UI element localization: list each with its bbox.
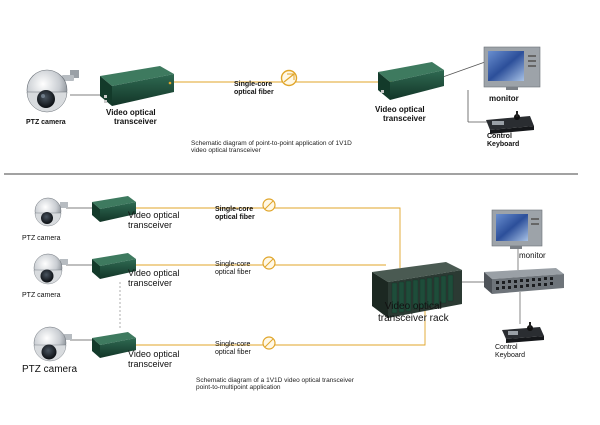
top-fiber-connector-icon xyxy=(280,69,298,87)
bottom-keyboard-label-line1: Control xyxy=(495,344,518,351)
bottom-ptz-camera-icon-2 xyxy=(33,253,68,285)
top-fiber-label: Single-core optical fiber xyxy=(234,81,274,97)
top-camera-label: PTZ camera xyxy=(26,119,66,126)
bottom-fiber-label-1: Single-core optical fiber xyxy=(215,206,255,222)
top-caption: Schematic diagram of point-to-point appl… xyxy=(191,140,352,155)
bottom-fiber-label-2-line2: optical fiber xyxy=(215,269,251,277)
bottom-tx-label-1-line2: transceiver xyxy=(128,220,173,231)
bottom-fiber-label-1-line1: Single-core xyxy=(215,206,254,213)
top-keyboard-label-line2: Keyboard xyxy=(487,141,520,149)
top-fiber-label-line2: optical fiber xyxy=(234,89,274,97)
bottom-keyboard-icon xyxy=(502,322,544,343)
bottom-fiber-label-2: Single-core optical fiber xyxy=(215,261,251,277)
bottom-transmitter-icon-2 xyxy=(92,253,136,279)
bottom-fiber-label-3-line1: Single-core xyxy=(215,341,251,348)
top-receiver-icon xyxy=(378,62,444,100)
bottom-tx-label-2-line1: Video optical xyxy=(128,268,180,278)
bottom-camera-label-2: PTZ camera xyxy=(22,292,61,299)
bottom-transmitter-icon-3 xyxy=(92,332,136,358)
top-rx-label-line1: Video optical xyxy=(375,105,425,114)
top-tx-label: Video optical transceiver xyxy=(106,108,157,126)
bottom-tx-label-2: Video optical transceiver xyxy=(128,268,179,289)
bottom-tx-label-3-line1: Video optical xyxy=(128,349,180,359)
top-diagram xyxy=(26,46,541,134)
bottom-keyboard-label: Control Keyboard xyxy=(495,344,525,360)
bottom-camera-label-3: PTZ camera xyxy=(22,364,78,375)
bottom-fiber-line-3 xyxy=(130,310,426,346)
rack-label-line1: Video optical xyxy=(384,301,442,312)
top-tx-label-line1: Video optical xyxy=(106,108,156,117)
bottom-keyboard-label-line2: Keyboard xyxy=(495,352,525,360)
bottom-ptz-camera-icon-3 xyxy=(33,326,72,362)
top-tx-label-line2: transceiver xyxy=(114,117,157,127)
top-rx-label-line2: transceiver xyxy=(383,114,426,124)
top-transmitter-icon xyxy=(100,66,174,106)
rack-label: Video optical transceiver rack xyxy=(378,301,449,324)
bottom-ptz-camera-icon-1 xyxy=(34,197,68,227)
bottom-caption-line1: Schematic diagram of a 1V1D video optica… xyxy=(196,377,354,384)
bottom-fiber-label-3: Single-core optical fiber xyxy=(215,341,251,357)
top-fiber-label-line1: Single-core xyxy=(234,81,273,88)
top-rx-to-monitor-line xyxy=(439,61,486,79)
top-ptz-camera-icon xyxy=(26,69,79,113)
bottom-tx-label-3: Video optical transceiver xyxy=(128,349,179,370)
bottom-monitor-icon xyxy=(491,209,543,249)
bottom-fiber-label-1-line2: optical fiber xyxy=(215,214,255,222)
top-rx-label: Video optical transceiver xyxy=(375,105,426,123)
bottom-tx-label-3-line2: transceiver xyxy=(128,359,173,370)
bottom-diagram xyxy=(33,196,564,362)
bottom-caption: Schematic diagram of a 1V1D video optica… xyxy=(196,377,354,392)
bottom-transmitter-icon-1 xyxy=(92,196,136,222)
top-keyboard-label: Control Keyboard xyxy=(487,133,519,149)
top-caption-line1: Schematic diagram of point-to-point appl… xyxy=(191,140,352,147)
bottom-tx-label-1-line1: Video optical xyxy=(128,210,180,220)
bottom-fiber-label-2-line1: Single-core xyxy=(215,261,251,268)
bottom-monitor-label: monitor xyxy=(519,251,546,260)
bottom-camera-label-1: PTZ camera xyxy=(22,235,61,242)
bottom-fiber-connector-icon-1 xyxy=(262,198,276,212)
top-keyboard-label-line1: Control xyxy=(487,133,512,140)
top-monitor-icon xyxy=(483,46,541,90)
bottom-fiber-connector-icon-3 xyxy=(262,336,276,350)
top-keyboard-icon xyxy=(486,111,534,134)
rack-label-line2: transceiver rack xyxy=(378,312,449,324)
bottom-fiber-connector-icon-2 xyxy=(262,256,276,270)
transceiver-rack-icon xyxy=(372,262,462,318)
bottom-tx-label-1: Video optical transceiver xyxy=(128,210,179,231)
bottom-caption-line2: point-to-multipoint application xyxy=(196,384,281,392)
bottom-fiber-line-1 xyxy=(130,207,401,268)
top-monitor-label: monitor xyxy=(489,94,519,103)
bottom-fiber-label-3-line2: optical fiber xyxy=(215,349,251,357)
top-caption-line2: video optical transceiver xyxy=(191,147,261,155)
bottom-tx-label-2-line2: transceiver xyxy=(128,278,173,289)
video-matrix-icon xyxy=(484,268,564,294)
